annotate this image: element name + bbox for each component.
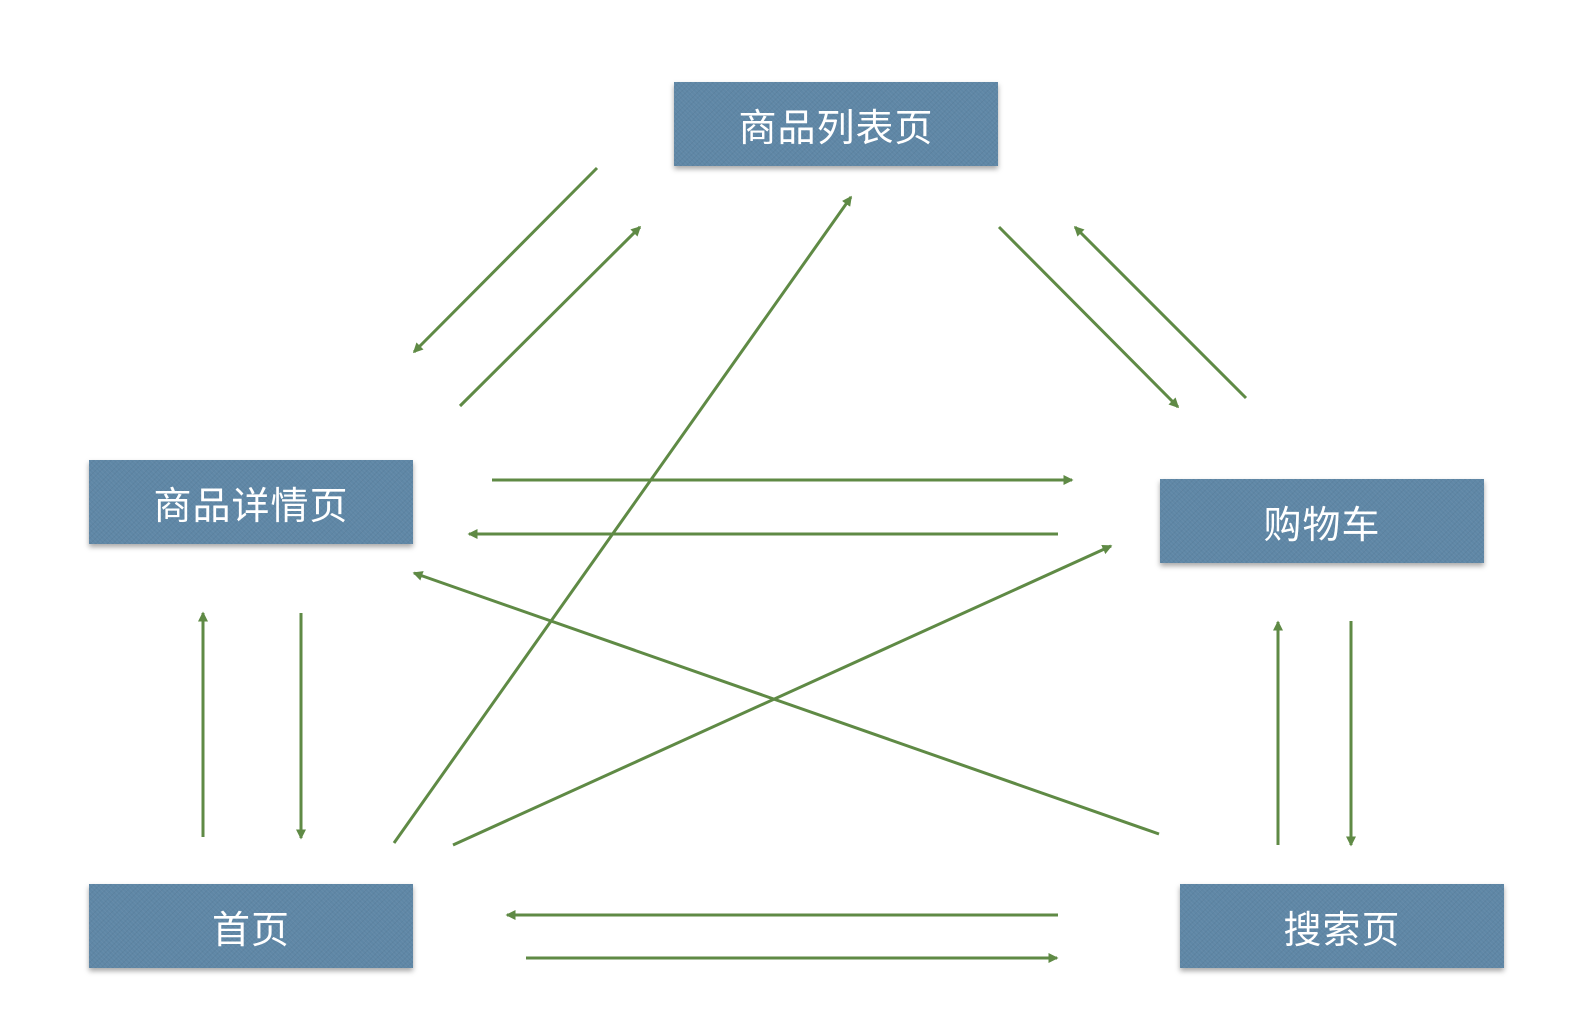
- arrow-list-to-cart: [997, 225, 1180, 409]
- node-search-page[interactable]: 搜索页: [1180, 884, 1504, 968]
- node-label: 购物车: [1263, 502, 1381, 547]
- arrow-list-to-detail: [412, 166, 599, 354]
- node-label: 商品列表页: [738, 105, 934, 150]
- node-label: 搜索页: [1283, 907, 1401, 952]
- node-label: 首页: [211, 907, 290, 952]
- node-product-detail-page[interactable]: 商品详情页: [89, 460, 413, 544]
- node-shopping-cart[interactable]: 购物车: [1160, 479, 1484, 563]
- arrow-home-to-list: [392, 195, 853, 844]
- arrow-search-to-detail: [412, 571, 1160, 836]
- node-home-page[interactable]: 首页: [89, 884, 413, 968]
- arrow-detail-to-list: [458, 225, 642, 408]
- arrow-cart-to-list: [1073, 225, 1248, 400]
- arrow-home-to-cart: [452, 544, 1113, 847]
- node-product-list-page[interactable]: 商品列表页: [674, 82, 998, 166]
- node-label: 商品详情页: [153, 483, 349, 528]
